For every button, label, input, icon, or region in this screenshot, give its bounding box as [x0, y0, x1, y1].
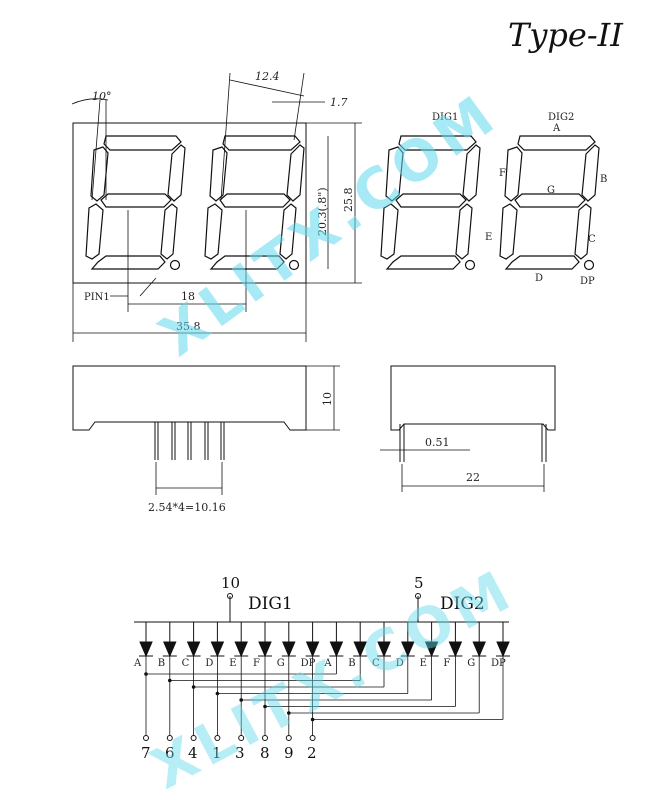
dim-pin-dia: 0.51 — [425, 436, 450, 449]
dim-body-width: 35.8 — [176, 320, 201, 333]
dig1-segment-label: B — [158, 658, 165, 669]
dig1-segment-label: G — [277, 658, 285, 669]
segment-c — [160, 203, 178, 260]
dig1-segment-label: A — [133, 658, 142, 669]
dig2-diode-c: C — [372, 622, 391, 669]
map-dig1-label: DIG1 — [432, 112, 458, 123]
map-digit-2 — [499, 135, 600, 271]
watermark-text-bottom: XLITX.COM — [141, 557, 525, 800]
dim-seg-width: 1.7 — [330, 96, 348, 109]
bottom-pin-number: 1 — [212, 744, 222, 762]
dig1-diode-b: B — [158, 622, 177, 669]
bottom-pin-number: 8 — [260, 744, 270, 762]
schematic-dig2-label: DIG2 — [440, 594, 485, 614]
dig1-diode-d: D — [205, 622, 225, 669]
dim-thickness: 10 — [321, 392, 334, 406]
dig2-segment-label: C — [372, 658, 380, 669]
dig1-diode-e: E — [229, 622, 249, 669]
net-g — [285, 656, 480, 741]
dig1-segment-label: F — [253, 658, 260, 669]
dig1-segment-label: E — [229, 658, 236, 669]
side-view: 2.54*4=10.16 10 — [72, 365, 340, 514]
bottom-pin-number: 3 — [235, 744, 245, 762]
dig1-diode-dp: DP — [301, 622, 320, 669]
front-view: 10° 12.4 1.7 20.3(.8") 25.8 35.8 18 PIN1 — [71, 70, 362, 342]
dig1-diode-a: A — [133, 622, 153, 669]
bottom-pin-number: 7 — [141, 744, 151, 762]
bottom-pin-number: 4 — [188, 744, 198, 762]
side-body-outline — [72, 365, 307, 431]
dig2-segment-label: D — [396, 658, 404, 669]
pin1-label: PIN1 — [84, 292, 110, 303]
segment-e — [85, 203, 104, 260]
dig2-segment-label: DP — [491, 658, 506, 669]
net-dp — [309, 656, 504, 741]
map-dig2-label: DIG2 — [548, 112, 574, 123]
dig2-common-pin: 5 — [414, 574, 424, 592]
dig2-segment-label: A — [323, 658, 332, 669]
dig1-diode-g: G — [277, 622, 296, 669]
map-seg-f: F — [499, 168, 506, 179]
segment-map: DIG1 DIG2 A B C D E F G DP — [380, 112, 607, 287]
dig2-diode-b: B — [348, 622, 368, 669]
dig1-diode-f: F — [253, 622, 272, 669]
dim-digit-height: 20.3(.8") — [316, 187, 329, 236]
segment-dp — [169, 259, 181, 271]
dim-pin-row: 22 — [466, 471, 480, 484]
map-digit-1 — [380, 135, 481, 271]
dig2-segment-label: B — [348, 658, 355, 669]
dim-pin-span: 18 — [181, 290, 195, 303]
map-seg-e: E — [485, 232, 492, 243]
bottom-pin-number: 2 — [307, 744, 317, 762]
bottom-pin-number: 6 — [165, 744, 175, 762]
segment-g — [100, 193, 172, 208]
dim-digit-pitch: 12.4 — [255, 70, 280, 83]
segment-d — [90, 255, 166, 270]
net-e — [238, 656, 433, 741]
map-seg-b: B — [600, 174, 607, 185]
schematic-dig1-label: DIG1 — [248, 594, 293, 614]
dig2-diode-dp: DP — [491, 622, 510, 669]
watermark-text-top: XLITX.COM — [148, 81, 510, 369]
map-seg-g: G — [547, 185, 555, 196]
segment-b — [167, 144, 186, 202]
watermark: XLITX.COM XLITX.COM — [141, 81, 525, 800]
dig2-diode-d: D — [396, 622, 415, 669]
dim-body-height: 25.8 — [342, 188, 355, 213]
drawing-title: Type-II — [508, 16, 624, 54]
dim-pin-pitch: 2.54*4=10.16 — [148, 501, 226, 514]
segment-f — [90, 146, 109, 202]
net-f — [262, 656, 456, 741]
dig1-segment-label: D — [205, 658, 213, 669]
segment-a — [103, 135, 182, 151]
display-body-outline — [72, 122, 307, 284]
dig1-common-pin: 10 — [221, 574, 240, 592]
dig1-segment-label: DP — [301, 658, 316, 669]
dim-angle: 10° — [92, 90, 112, 103]
bottom-pin-number: 9 — [284, 744, 294, 762]
dig2-diode-e: E — [420, 622, 439, 669]
end-body-outline — [390, 365, 556, 431]
end-view: 0.51 22 — [380, 365, 556, 492]
dig2-diode-f: F — [443, 622, 463, 669]
map-seg-dp: DP — [580, 276, 595, 287]
dig1-diode-c: C — [182, 622, 201, 669]
dig2-segment-label: G — [467, 658, 475, 669]
map-seg-c: C — [588, 234, 596, 245]
map-seg-a: A — [552, 123, 561, 134]
dig2-segment-label: F — [443, 658, 450, 669]
dig1-segment-label: C — [182, 658, 190, 669]
front-digit-1 — [85, 135, 186, 271]
dig2-segment-label: E — [420, 658, 427, 669]
map-seg-d: D — [535, 273, 543, 284]
